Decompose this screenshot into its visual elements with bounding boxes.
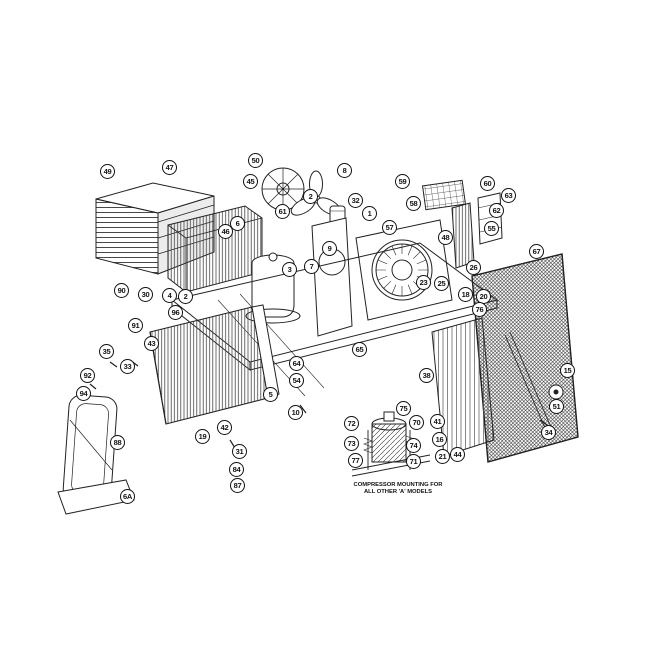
callout-44: 44 — [450, 447, 465, 462]
callout-58: 58 — [406, 196, 421, 211]
callout-35: 35 — [99, 344, 114, 359]
callout-2: 2 — [178, 289, 193, 304]
callout-18: 18 — [458, 287, 473, 302]
callout-26: 26 — [466, 260, 481, 275]
callout-87: 87 — [230, 478, 245, 493]
callout-10: 10 — [288, 405, 303, 420]
callout-54: 54 — [289, 373, 304, 388]
callout-1: 1 — [362, 206, 377, 221]
callout-90: 90 — [114, 283, 129, 298]
callout-62: 62 — [489, 203, 504, 218]
callout-75: 75 — [396, 401, 411, 416]
callout-51: 51 — [549, 399, 564, 414]
callout-94: 94 — [76, 386, 91, 401]
callout-57: 57 — [382, 220, 397, 235]
callout-46: 46 — [218, 224, 233, 239]
callout-6A: 6A — [120, 489, 135, 504]
callout-38: 38 — [419, 368, 434, 383]
callout-74: 74 — [406, 438, 421, 453]
callout-21: 21 — [435, 449, 450, 464]
callout-16: 16 — [432, 432, 447, 447]
callout-19: 19 — [195, 429, 210, 444]
callout-8: 8 — [337, 163, 352, 178]
callout-48: 48 — [438, 230, 453, 245]
callout-7: 7 — [304, 259, 319, 274]
callout-25: 25 — [434, 276, 449, 291]
callout-43: 43 — [144, 336, 159, 351]
inset-caption-line1: COMPRESSOR MOUNTING FOR — [353, 482, 443, 488]
callout-3: 3 — [282, 262, 297, 277]
callout-34: 34 — [541, 425, 556, 440]
callout-49: 49 — [100, 164, 115, 179]
callout-84: 84 — [229, 462, 244, 477]
callout-71: 71 — [406, 454, 421, 469]
callout-67: 67 — [529, 244, 544, 259]
callout-15: 15 — [560, 363, 575, 378]
callout-5: 5 — [263, 387, 278, 402]
callout-70: 70 — [409, 415, 424, 430]
callout-76: 76 — [472, 302, 487, 317]
inset-caption: COMPRESSOR MOUNTING FOR ALL OTHER 'A' MO… — [350, 482, 446, 496]
callout-72: 72 — [344, 416, 359, 431]
callout-47: 47 — [162, 160, 177, 175]
callout-31: 31 — [232, 444, 247, 459]
callout-91: 91 — [128, 318, 143, 333]
callout-92: 92 — [80, 368, 95, 383]
callout-45: 45 — [243, 174, 258, 189]
callout-63: 63 — [501, 188, 516, 203]
inset-caption-line2: ALL OTHER 'A' MODELS — [363, 489, 433, 496]
callout-96: 96 — [168, 305, 183, 320]
callout-42: 42 — [217, 420, 232, 435]
callout-60: 60 — [480, 176, 495, 191]
callout-41: 41 — [430, 414, 445, 429]
callout-77: 77 — [348, 453, 363, 468]
callout-9: 9 — [322, 241, 337, 256]
callout-2: 2 — [303, 189, 318, 204]
callout-30: 30 — [138, 287, 153, 302]
callout-64: 64 — [289, 356, 304, 371]
callout-73: 73 — [344, 436, 359, 451]
callout-59: 59 — [395, 174, 410, 189]
callout-33: 33 — [120, 359, 135, 374]
callout-32: 32 — [348, 193, 363, 208]
callout-55: 55 — [484, 221, 499, 236]
callout-23: 23 — [416, 275, 431, 290]
callout-65: 65 — [352, 342, 367, 357]
callout-6: 6 — [230, 216, 245, 231]
callout-61: 61 — [275, 204, 290, 219]
callout-50: 50 — [248, 153, 263, 168]
callout-88: 88 — [110, 435, 125, 450]
callout-4: 4 — [162, 288, 177, 303]
